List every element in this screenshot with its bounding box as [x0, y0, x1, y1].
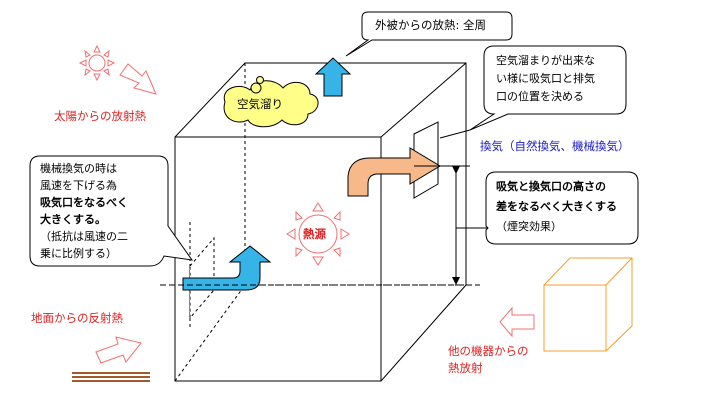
sun-icon [78, 44, 116, 82]
equipment-radiation-arrow [499, 306, 535, 338]
heat-source-label: 熱源 [303, 227, 326, 241]
ground-reflection-label: 地面からの反射熱 [31, 311, 123, 325]
callout-bubble-top [345, 11, 513, 57]
callout-mechanical-line6: 乗に比例する） [40, 247, 117, 260]
exhaust-arrow [347, 147, 441, 197]
callout-intake-exhaust-line2: い様に吸気口と排気 [496, 72, 595, 85]
callout-bubble-intake-exhaust [469, 45, 627, 131]
callout-mechanical-line2: 風速を下げる為 [40, 179, 117, 192]
solar-arrow [119, 63, 157, 95]
callout-mechanical-line5: （抵抗は風速の二 [40, 230, 128, 243]
other-equipment-box [543, 257, 633, 352]
solar-radiation-label: 太陽からの放射熱 [54, 109, 146, 123]
callout-height-line1: 吸気と換気口の高さの [496, 180, 606, 193]
callout-intake-exhaust-line3: 口の位置を決める [496, 90, 584, 103]
air-pocket-cloud [223, 76, 319, 128]
callout-height-line2: 差をなるべく大きくする [496, 200, 617, 213]
height-difference-dimension [160, 165, 488, 286]
other-equipment-label-line1: 他の機器からの [448, 344, 529, 358]
callout-mechanical-line3: 吸気口をなるべく [40, 196, 128, 209]
heat-source-icon [286, 202, 350, 266]
callout-height-line3: （煙突効果） [496, 220, 562, 233]
other-equipment-label-line2: 熱放射 [448, 361, 483, 375]
callout-intake-exhaust-line1: 空気溜まりが出来な [496, 54, 595, 67]
callout-bubble-mechanical [29, 155, 194, 267]
callout-mechanical-line1: 機械換気の時は [40, 162, 117, 175]
callout-mechanical-line4: 大きくする。 [40, 213, 106, 226]
callout-bubble-height [485, 171, 639, 245]
intake-arrow [182, 245, 272, 291]
ventilation-label: 換気（自然換気、機械換気） [480, 139, 630, 153]
air-pocket-label: 空気溜り [237, 97, 283, 111]
upward-dissipation-arrow [314, 57, 352, 97]
outer-dissipation-label: 外被からの放熱: 全周 [375, 18, 487, 32]
ground-reflection-arrow [95, 336, 142, 364]
ground-lines [72, 372, 150, 382]
